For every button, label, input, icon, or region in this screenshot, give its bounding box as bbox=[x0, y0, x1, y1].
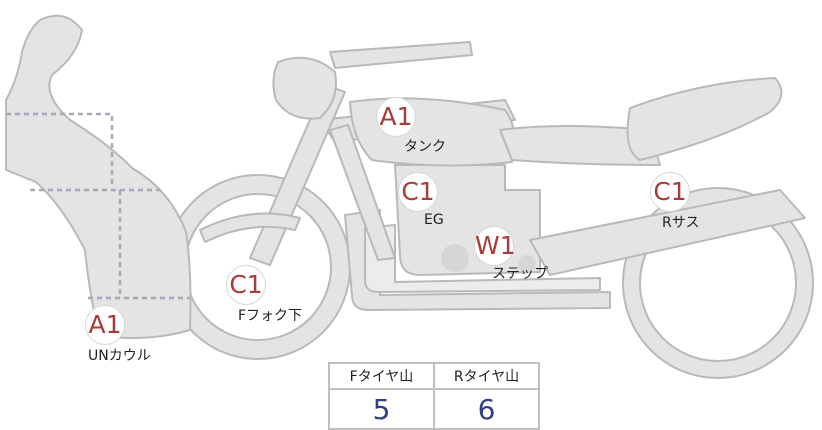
under-cowl-label: UNカウル bbox=[88, 348, 151, 364]
swing-arm bbox=[529, 189, 806, 276]
front-fender bbox=[199, 212, 301, 243]
tank-code-badge: A1 bbox=[376, 97, 416, 137]
engine-label: EG bbox=[424, 212, 444, 228]
tire-tread-table: Fタイヤ山 Rタイヤ山 5 6 bbox=[328, 362, 540, 430]
front-cowl bbox=[5, 14, 192, 339]
rear-tire-value: 6 bbox=[433, 388, 540, 430]
rear-tire-header: Rタイヤ山 bbox=[433, 362, 540, 390]
engine-code-badge: C1 bbox=[398, 172, 438, 212]
rear-suspension-label: Rサス bbox=[662, 215, 700, 231]
front-fork-lower-label: Fフォク下 bbox=[238, 308, 303, 324]
under-cowl-code-badge: A1 bbox=[85, 305, 125, 345]
front-tire-value: 5 bbox=[328, 388, 435, 430]
seat bbox=[499, 125, 661, 166]
rear-suspension-code-badge: C1 bbox=[650, 172, 690, 212]
step-label: ステップ bbox=[492, 266, 548, 282]
handlebar bbox=[329, 41, 473, 69]
tail bbox=[626, 77, 783, 161]
headlight bbox=[272, 56, 337, 120]
step-code-badge: W1 bbox=[474, 226, 516, 266]
front-tire-header: Fタイヤ山 bbox=[328, 362, 435, 390]
tank-label: タンク bbox=[404, 139, 446, 155]
front-fork-lower-code-badge: C1 bbox=[226, 265, 266, 305]
